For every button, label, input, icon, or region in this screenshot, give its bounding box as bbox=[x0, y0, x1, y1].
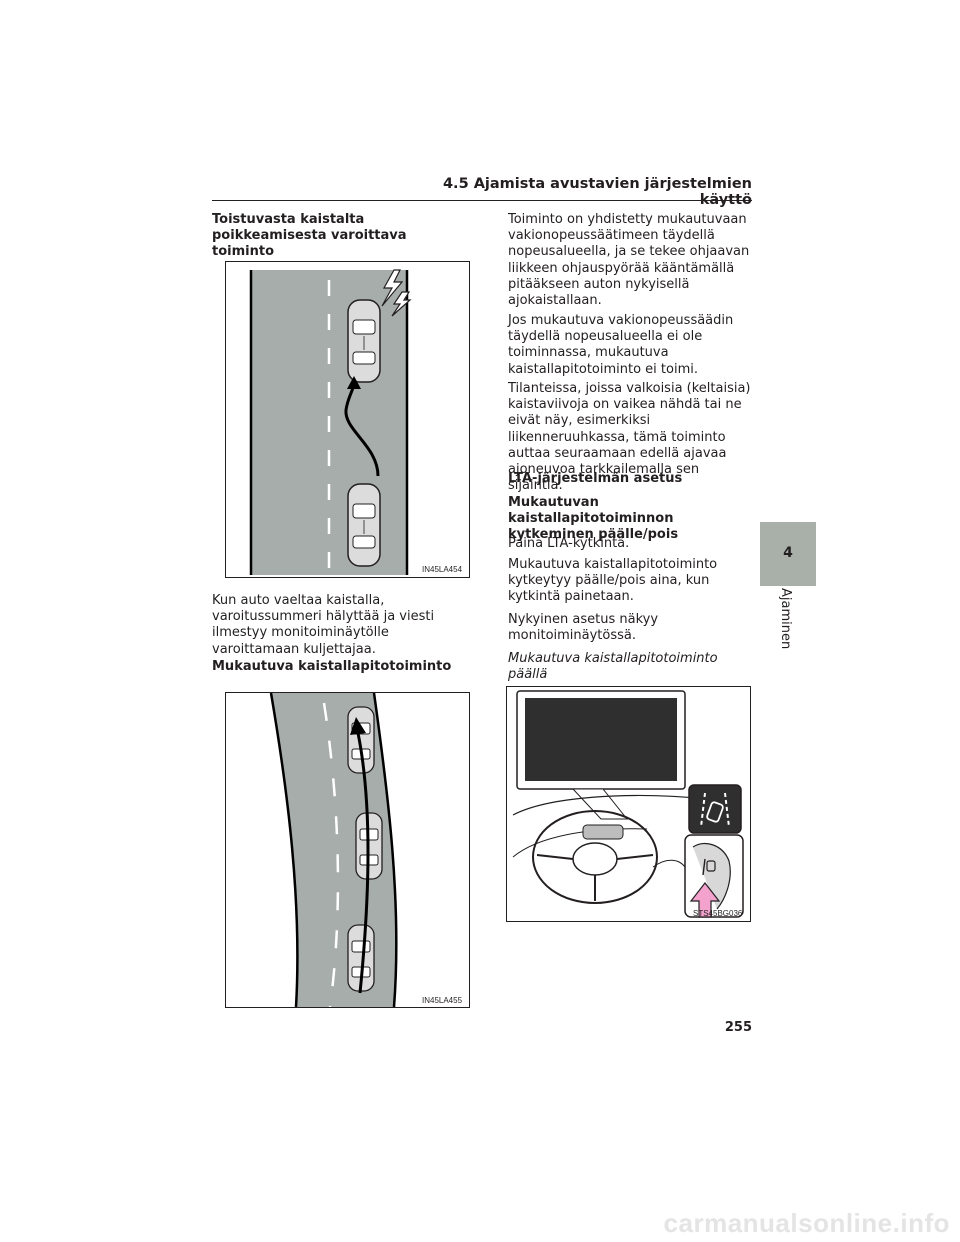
steering-spokes bbox=[536, 854, 654, 901]
heading-repeated-lane-departure: Toistuvasta kaistalta poikkeamisesta var… bbox=[212, 212, 407, 259]
warning-lightning-icon-2 bbox=[391, 291, 412, 317]
figure-code-2: IN45LA455 bbox=[422, 996, 463, 1005]
caption-lane-keeping-on: Mukautuva kaistallapitotoiminto päällä bbox=[508, 651, 718, 683]
curved-road-edge-left bbox=[269, 693, 299, 1007]
curved-road-edge-right bbox=[372, 693, 398, 1007]
lta-switch-icon bbox=[702, 858, 716, 876]
warning-lightning-icon bbox=[381, 269, 404, 307]
multi-info-display bbox=[525, 698, 677, 781]
drift-arrowhead bbox=[347, 376, 361, 389]
chapter-number: 4 bbox=[783, 545, 793, 561]
section-header: 4.5 Ajamista avustavien järjestelmien kä… bbox=[442, 176, 752, 208]
lane-departure-illustration bbox=[249, 269, 412, 575]
instrument-cluster bbox=[582, 824, 624, 840]
drift-path-arrow bbox=[344, 381, 380, 477]
lta-indicator-panel bbox=[688, 784, 742, 834]
figure-cockpit-switch: STS45BG036 bbox=[506, 686, 751, 922]
zoom-connector bbox=[652, 859, 686, 868]
steering-switch-pad bbox=[692, 842, 731, 910]
watermark: carmanualsonline.info bbox=[663, 1208, 950, 1238]
header-divider bbox=[212, 200, 752, 201]
dashboard-outline bbox=[512, 794, 708, 816]
steering-hub bbox=[572, 842, 618, 876]
paragraph-function-description: Toiminto on yhdistetty mukautuvaan vakio… bbox=[508, 212, 750, 309]
figure-code-1: IN45LA454 bbox=[422, 565, 463, 574]
cockpit-illustration bbox=[512, 690, 744, 918]
car-lower bbox=[347, 483, 381, 567]
heading-toggle-lane-keeping: Mukautuvan kaistallapitotoiminnon kytkem… bbox=[508, 495, 679, 542]
paragraph-lane-line-situations: Tilanteissa, joissa valkoisia (keltaisia… bbox=[508, 381, 751, 494]
lane-keeping-arrowhead bbox=[350, 717, 366, 735]
lta-indicator-icon bbox=[700, 792, 730, 828]
figure-lane-keeping: IN45LA455 bbox=[225, 692, 470, 1008]
chapter-label: Ajaminen bbox=[778, 588, 793, 650]
heading-lta-settings: LTA-järjestelmän asetus bbox=[508, 471, 683, 486]
page-number: 255 bbox=[724, 1020, 752, 1035]
chapter-tab bbox=[760, 522, 816, 586]
figure-lane-departure: IN45LA454 bbox=[225, 261, 470, 578]
callout-pointer bbox=[571, 788, 629, 820]
paragraph-cruise-dependency: Jos mukautuva vakionopeussäädin täydellä… bbox=[508, 313, 734, 377]
car-upper bbox=[347, 299, 381, 383]
car-front bbox=[347, 706, 375, 774]
dashboard-lower-line bbox=[512, 828, 648, 858]
paragraph-warning-description: Kun auto vaeltaa kaistalla, varoitussumm… bbox=[212, 593, 435, 657]
paragraph-press-switch: Paina LTA-kytkintä. bbox=[508, 536, 630, 551]
steering-wheel bbox=[532, 810, 658, 904]
press-here-arrow bbox=[689, 882, 721, 918]
paragraph-current-setting: Nykyinen asetus näkyy monitoiminäytössä. bbox=[508, 612, 659, 644]
lane-keeping-illustration bbox=[269, 693, 398, 1007]
paragraph-switch-toggles: Mukautuva kaistallapitotoiminto kytkeyty… bbox=[508, 557, 718, 605]
figure-code-3: STS45BG036 bbox=[693, 909, 743, 918]
heading-adaptive-lane-keeping: Mukautuva kaistallapitotoiminto bbox=[212, 659, 452, 674]
lane-keeping-path-arrow bbox=[356, 732, 370, 994]
